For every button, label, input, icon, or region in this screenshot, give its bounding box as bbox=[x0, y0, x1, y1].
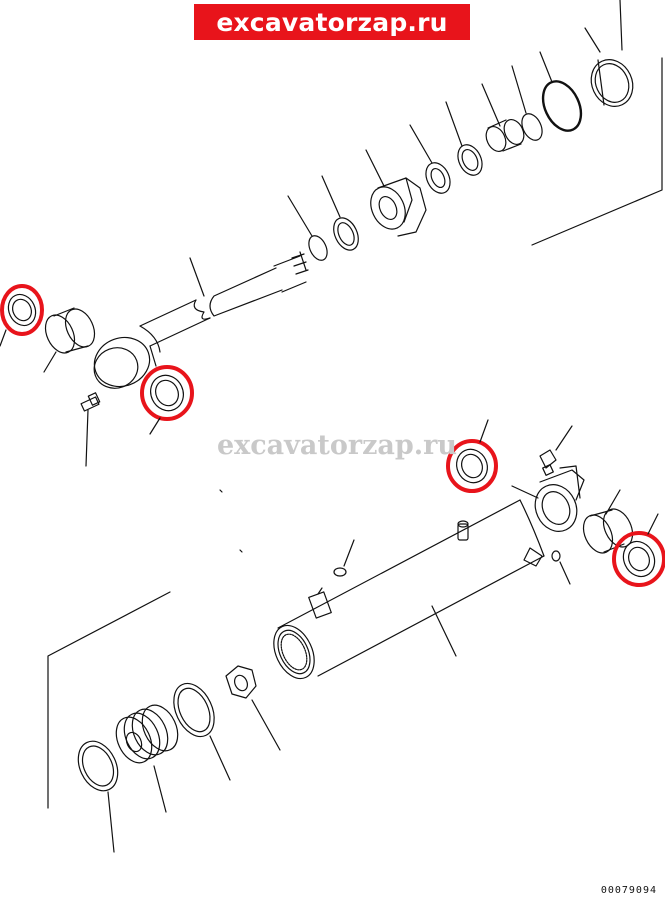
snap-ring bbox=[288, 196, 331, 263]
tube-bottom-eye bbox=[512, 466, 584, 566]
wear-ring-lower bbox=[166, 677, 230, 780]
nut bbox=[226, 666, 280, 750]
o-ring-large bbox=[536, 52, 589, 137]
drawing-number: 00079094 bbox=[600, 885, 657, 896]
small-o-ring bbox=[552, 551, 570, 584]
lower-frame-lines bbox=[48, 490, 242, 808]
bushing-left bbox=[40, 304, 100, 372]
watermark: excavatorzap.ru bbox=[216, 430, 458, 461]
rod-eye bbox=[87, 326, 160, 394]
dust-seal-rod-eye-highlighted bbox=[142, 367, 192, 434]
dust-seal-tube-highlighted bbox=[448, 420, 496, 491]
bushing-lower bbox=[578, 490, 638, 558]
backup-ring bbox=[512, 66, 546, 143]
packing bbox=[410, 125, 455, 197]
rod-seal bbox=[446, 102, 487, 179]
grease-fitting-lower bbox=[540, 426, 572, 475]
piston-seal-ring bbox=[71, 735, 126, 852]
cylinder-head bbox=[364, 150, 426, 236]
piston-rod bbox=[140, 252, 308, 346]
dust-seal bbox=[322, 176, 363, 254]
cylinder-tube bbox=[266, 500, 544, 685]
dust-seal-left-highlighted bbox=[0, 286, 42, 346]
wear-ring-large bbox=[584, 28, 641, 113]
grease-fitting-upper bbox=[81, 393, 100, 466]
bushing-upper bbox=[482, 84, 528, 155]
site-banner[interactable]: excavatorzap.ru bbox=[194, 4, 470, 40]
tube-stud bbox=[458, 521, 468, 540]
upper-frame-lines bbox=[532, 0, 662, 245]
tube-port-block bbox=[309, 540, 354, 618]
dust-seal-bottom-highlighted bbox=[614, 514, 664, 585]
piston bbox=[109, 699, 184, 812]
